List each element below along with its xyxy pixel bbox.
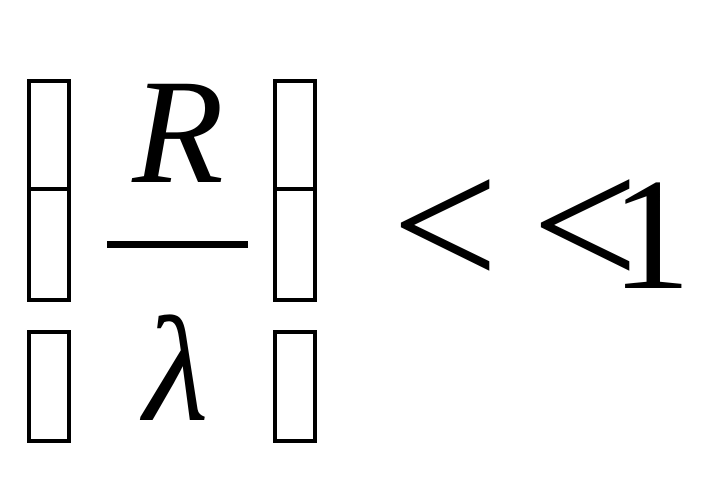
left-delimiter-top-box bbox=[27, 79, 71, 191]
right-delimiter-top-box bbox=[273, 79, 317, 191]
right-delimiter-bottom-box bbox=[273, 330, 317, 443]
left-delimiter-bottom-box bbox=[27, 330, 71, 443]
fraction-bar bbox=[107, 241, 248, 248]
less-than-first: < bbox=[391, 120, 498, 330]
rhs-number: 1 bbox=[611, 145, 691, 323]
left-delimiter bbox=[27, 79, 71, 443]
less-than-second: < bbox=[531, 120, 638, 330]
right-delimiter bbox=[273, 79, 317, 443]
right-delimiter-middle-box bbox=[273, 187, 317, 302]
left-delimiter-middle-box bbox=[27, 187, 71, 302]
fraction-denominator: λ bbox=[140, 287, 209, 453]
fraction-numerator: R bbox=[131, 49, 224, 215]
much-less-than: < < bbox=[391, 120, 638, 330]
fraction: R λ bbox=[107, 49, 248, 453]
